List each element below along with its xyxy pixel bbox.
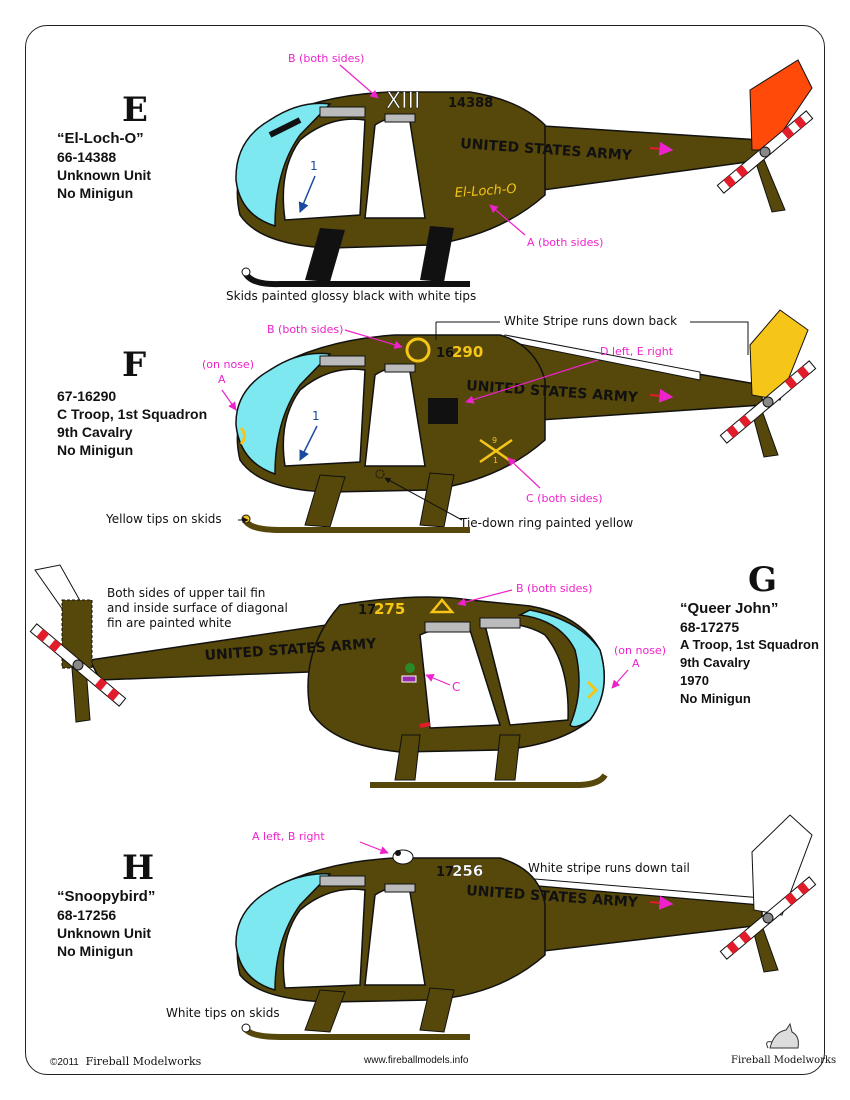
scheme-f-ring-note: Tie-down ring painted yellow [460, 516, 634, 530]
scheme-f-armament: No Minigun [57, 442, 134, 458]
scheme-e-info: “El-Loch-O” 66-14388 Unknown Unit No Min… [57, 130, 151, 202]
scheme-h-info: “Snoopybird” 68-17256 Unknown Unit No Mi… [57, 888, 155, 960]
scheme-g-serial: 68-17275 [680, 619, 740, 635]
footer-year: ©2011 [50, 1057, 79, 1068]
scheme-e-letter: E [122, 90, 148, 130]
scheme-f-info: 67-16290 C Troop, 1st Squadron 9th Caval… [57, 387, 207, 459]
scheme-e-label-b: B (both sides) [288, 52, 365, 65]
scheme-g-armament: No Minigun [680, 691, 751, 706]
scheme-f-label-c: C (both sides) [526, 492, 603, 505]
scheme-f-tail-prefix: 16 [436, 346, 454, 361]
scheme-f-insignia-top: 9 [492, 436, 497, 445]
scheme-e-unit: Unknown Unit [57, 167, 152, 183]
scheme-f-label-b: B (both sides) [267, 323, 344, 336]
helicopter-f: 16 290 UNITED STATES ARMY 9 1 1 [221, 309, 817, 533]
scheme-e-roman: XIII [386, 89, 421, 114]
scheme-f-callout-1: 1 [312, 409, 320, 423]
scheme-h-unit: Unknown Unit [57, 925, 152, 941]
scheme-e-nickname: “El-Loch-O” [57, 130, 144, 147]
helicopter-e: UNITED STATES ARMY XIII 14388 El-Loch-O … [235, 59, 814, 288]
scheme-g-label-nose: (on nose) [614, 644, 666, 657]
scheme-g-letter: G [748, 560, 778, 600]
scheme-h-tail-prefix: 17 [436, 865, 454, 880]
footer-logo-text: Fireball Modelworks [731, 1055, 837, 1066]
scheme-f-unit: C Troop, 1st Squadron [57, 406, 208, 422]
scheme-f-label-a: A [218, 373, 226, 386]
scheme-f-insignia-bottom: 1 [493, 456, 498, 465]
scheme-g-label-c: C [452, 680, 461, 694]
scheme-f-tail-number: 290 [452, 343, 483, 361]
footer-brand: Fireball Modelworks [85, 1055, 202, 1068]
scheme-f-stripe-note: White Stripe runs down back [504, 314, 678, 328]
scheme-f-label-nose: (on nose) [202, 358, 254, 371]
scheme-e-callout-1: 1 [310, 159, 318, 173]
scheme-g-fin-note-line3: fin are painted white [107, 616, 232, 630]
scheme-g-fin-note-line2: and inside surface of diagonal [107, 601, 288, 615]
scheme-f-label-de: D left, E right [600, 345, 674, 358]
scheme-g-label-a: A [632, 657, 640, 670]
scheme-g-fin-note-line1: Both sides of upper tail fin [107, 586, 266, 600]
scheme-h-letter: H [122, 848, 155, 888]
scheme-h-skid-note: White tips on skids [166, 1006, 280, 1020]
helicopter-g: 17 275 UNITED STATES ARMY [29, 564, 629, 788]
scheme-f-regiment: 9th Cavalry [57, 424, 133, 440]
scheme-h-serial: 68-17256 [57, 907, 117, 923]
scheme-e-skid-note: Skids painted glossy black with white ti… [226, 289, 477, 303]
scheme-h-stripe-note: White stripe runs down tail [528, 861, 690, 875]
scheme-h-armament: No Minigun [57, 943, 134, 959]
scheme-g-label-b: B (both sides) [516, 582, 593, 595]
footer-website-link[interactable]: www.fireballmodels.info [364, 1055, 469, 1066]
scheme-g-fin-note: Both sides of upper tail fin and inside … [107, 586, 288, 631]
scheme-h-tail-number: 256 [452, 862, 483, 880]
scheme-g-tail-number: 275 [374, 600, 405, 618]
crossed-sabres-insignia: 9 1 [479, 436, 513, 465]
scheme-g-regiment: 9th Cavalry [680, 655, 751, 670]
scheme-e-nose-name: El-Loch-O [454, 182, 517, 201]
scheme-e-armament: No Minigun [57, 185, 134, 201]
scheme-g-year: 1970 [680, 673, 709, 688]
scheme-e-serial: 66-14388 [57, 149, 117, 165]
scheme-f-serial: 67-16290 [57, 388, 117, 404]
scheme-e-label-a: A (both sides) [527, 236, 604, 249]
page-border [25, 25, 825, 1075]
footer-copyright: ©2011 Fireball Modelworks [50, 1055, 201, 1068]
scheme-h-nickname: “Snoopybird” [57, 888, 156, 905]
scheme-f-letter: F [122, 345, 147, 385]
scheme-g-info: “Queer John” 68-17275 A Troop, 1st Squad… [680, 600, 819, 708]
fox-logo-icon [764, 1020, 804, 1050]
scheme-f-skid-note: Yellow tips on skids [106, 512, 222, 526]
scheme-h-label-ab: A left, B right [252, 830, 325, 843]
scheme-g-unit: A Troop, 1st Squadron [680, 637, 819, 652]
scheme-g-nickname: “Queer John” [680, 600, 779, 617]
scheme-e-tail-number: 14388 [448, 96, 493, 111]
helicopter-h: 17 256 UNITED STATES ARMY [235, 814, 817, 1040]
scheme-g-tail-prefix: 17 [358, 603, 376, 618]
